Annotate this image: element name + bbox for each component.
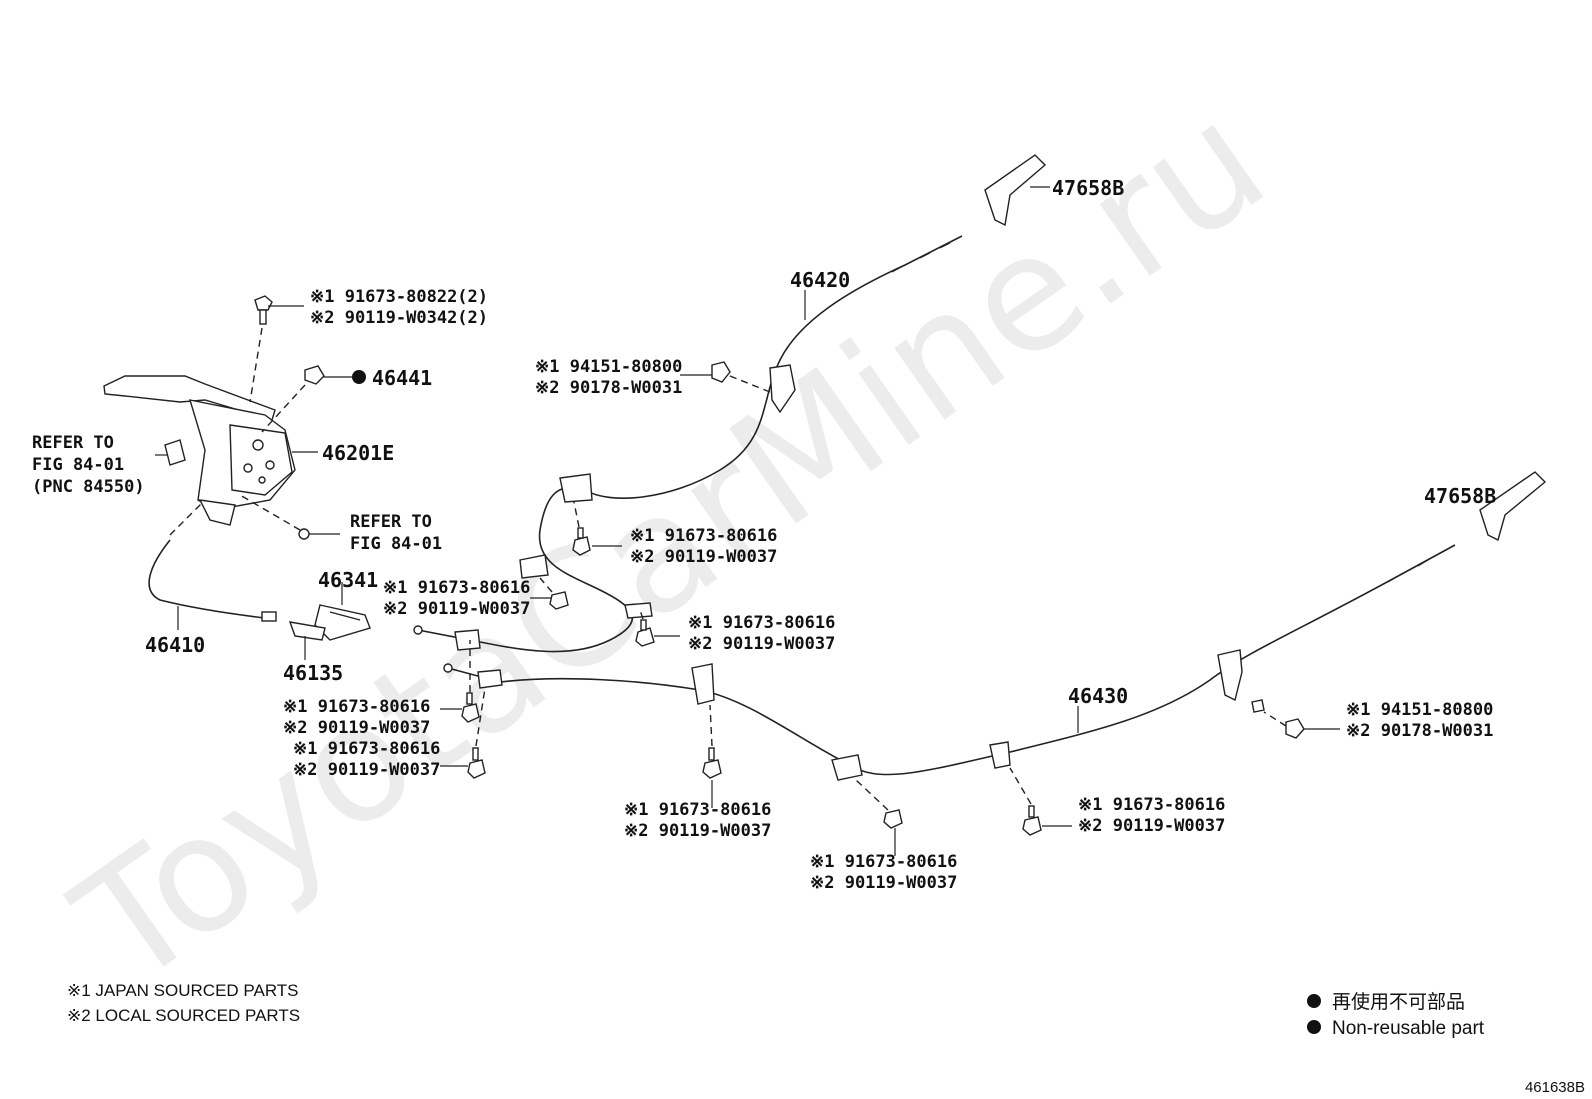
note-local-sourced: ※2 LOCAL SOURCED PARTS — [67, 1006, 300, 1025]
refer-note-1-line2: FIG 84-01 — [32, 455, 124, 475]
bolt-b — [549, 591, 569, 610]
note-japan-sourced: ※1 JAPAN SOURCED PARTS — [67, 981, 299, 1000]
nut-right — [1251, 699, 1305, 739]
non-reusable-marker-46441 — [352, 370, 366, 384]
bolt-e — [467, 747, 486, 779]
legend-marker-jp — [1307, 994, 1321, 1008]
label-46410: 46410 — [145, 633, 205, 657]
callout-bolt-d-1: ※1 91673-80616 — [283, 697, 430, 717]
label-46201e: 46201E — [322, 441, 394, 465]
legend-non-reusable-jp: 再使用不可部品 — [1332, 991, 1465, 1013]
label-46420: 46420 — [790, 268, 850, 292]
refer-note-1-line1: REFER TO — [32, 433, 114, 453]
bracket-46341 — [314, 604, 371, 641]
nut-left — [711, 361, 731, 383]
callout-bolt-c-1: ※1 91673-80616 — [688, 613, 835, 633]
callout-bolt-d-2: ※2 90119-W0037 — [283, 718, 430, 738]
cable-46430-brackets — [477, 649, 1243, 781]
refer-note-2-line2: FIG 84-01 — [350, 534, 442, 554]
bracket-46135 — [288, 621, 326, 641]
figure-id: 461638B — [1525, 1079, 1585, 1096]
legend-marker-en — [1307, 1020, 1321, 1034]
cable-clamp-47658b-right — [1479, 471, 1547, 542]
callout-bolt-e-1: ※1 91673-80616 — [293, 739, 440, 759]
callout-nut-left-1: ※1 94151-80800 — [535, 357, 682, 377]
label-47658b-top: 47658B — [1052, 176, 1124, 200]
screw-refer — [298, 528, 340, 540]
callout-bolt-a-2: ※2 90119-W0037 — [630, 547, 777, 567]
bolt-top — [254, 295, 273, 325]
callout-nut-right-1: ※1 94151-80800 — [1346, 700, 1493, 720]
callout-bolt-c-2: ※2 90119-W0037 — [688, 634, 835, 654]
callout-bolt-f-2: ※2 90119-W0037 — [624, 821, 771, 841]
cable-46410 — [148, 539, 266, 619]
label-46341: 46341 — [318, 568, 378, 592]
label-46430: 46430 — [1068, 684, 1128, 708]
callout-bolt-h-2: ※2 90119-W0037 — [1078, 816, 1225, 836]
bolt-g — [883, 809, 903, 829]
callout-bolt-top-2: ※2 90119-W0342(2) — [310, 308, 488, 328]
cable-clamp-47658b-top — [984, 154, 1047, 227]
callout-bolt-h-1: ※1 91673-80616 — [1078, 795, 1225, 815]
bolt-a — [572, 527, 591, 556]
refer-note-2-line1: REFER TO — [350, 512, 432, 532]
callout-bolt-b-2: ※2 90119-W0037 — [383, 599, 530, 619]
bolt-h — [1022, 805, 1042, 836]
label-47658b-right: 47658B — [1424, 484, 1496, 508]
refer-note-1-line3: (PNC 84550) — [32, 477, 145, 497]
callout-bolt-a-1: ※1 91673-80616 — [630, 526, 777, 546]
bolt-f — [702, 747, 722, 779]
callout-bolt-g-1: ※1 91673-80616 — [810, 852, 957, 872]
callout-bolt-b-1: ※1 91673-80616 — [383, 578, 530, 598]
label-46135: 46135 — [283, 661, 343, 685]
label-46441: 46441 — [372, 366, 432, 390]
bolt-c — [635, 619, 655, 647]
brake-lever-assembly — [103, 375, 296, 526]
callout-nut-left-2: ※2 90178-W0031 — [535, 378, 682, 398]
callout-bolt-f-1: ※1 91673-80616 — [624, 800, 771, 820]
cable-46420-brackets — [454, 364, 796, 651]
nut-46441 — [304, 365, 325, 385]
bolt-d — [461, 692, 480, 723]
callout-bolt-e-2: ※2 90119-W0037 — [293, 760, 440, 780]
legend-non-reusable-en: Non-reusable part — [1332, 1018, 1485, 1039]
callout-bolt-g-2: ※2 90119-W0037 — [810, 873, 957, 893]
callout-bolt-top-1: ※1 91673-80822(2) — [310, 287, 488, 307]
callout-nut-right-2: ※2 90178-W0031 — [1346, 721, 1493, 741]
